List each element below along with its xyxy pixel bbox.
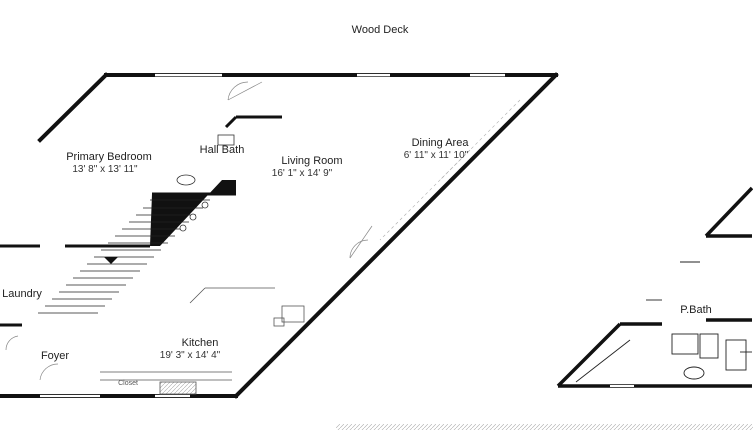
dining-lines [379,99,521,241]
wood-deck-label: Wood Deck [352,24,409,36]
foyer-name: Foyer [41,350,69,362]
bottom-hatch [336,424,753,430]
kitchen-name: Kitchen [182,337,219,349]
windows [40,73,505,398]
kitchen-dims: 19' 3" x 14' 4" [160,350,221,361]
closet-label: Closet [118,380,138,387]
hall-bath-fixtures [176,134,235,232]
p-bath-fixtures [575,261,752,383]
laundry-name: Laundry [2,288,42,300]
hall-bath-name: Hall Bath [200,144,245,156]
east-wall [233,72,559,399]
living-room-dims: 16' 1" x 14' 9" [272,168,333,179]
door-swings [5,81,373,381]
primary-bedroom-name: Primary Bedroom [66,151,152,163]
living-room-name: Living Room [281,155,342,167]
dining-area-name: Dining Area [412,137,470,149]
kitchen-counters [100,287,305,395]
dining-area-dims: 6' 11" x 11' 10" [404,150,469,161]
west-wall-upper [37,72,109,143]
p-bath-name: P.Bath [680,304,712,316]
secondary-walls [556,186,753,388]
stair-band [38,180,236,314]
primary-bedroom-dims: 13' 8" x 13' 11" [72,164,138,175]
exterior-walls [0,72,559,399]
